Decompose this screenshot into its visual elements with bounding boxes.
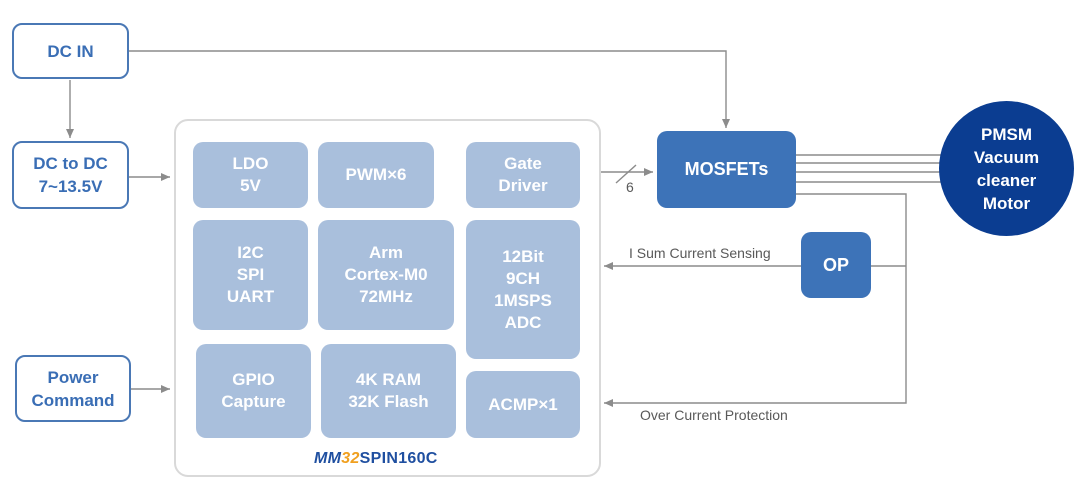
memory-block: 4K RAM 32K Flash <box>321 344 456 438</box>
sense-return-line <box>604 193 907 407</box>
comms-uart: UART <box>226 287 275 306</box>
ldo-voltage: 5V <box>240 176 261 195</box>
comms-i2c: I2C <box>237 243 264 262</box>
gate-driver-line1: Gate <box>504 154 542 173</box>
mosfets-block: MOSFETs <box>657 131 796 208</box>
gate-driver-line2: Driver <box>498 176 548 195</box>
motor-circle: PMSM Vacuum cleaner Motor <box>939 101 1074 236</box>
ldo-block: LDO 5V <box>193 142 308 208</box>
memory-ram: 4K RAM <box>355 370 422 389</box>
dcin-to-mosfets-line <box>128 50 730 128</box>
adc-block: 12Bit 9CH 1MSPS ADC <box>466 220 580 359</box>
dc-to-dc-label: DC to DC <box>33 154 108 173</box>
dc-to-dc-voltage: 7~13.5V <box>38 177 103 196</box>
memory-flash: 32K Flash <box>348 392 429 411</box>
motor-line3: cleaner <box>976 170 1037 190</box>
gpio-capture: Capture <box>221 392 286 411</box>
acmp-label: ACMP×1 <box>488 394 558 414</box>
comms-block: I2C SPI UART <box>193 220 308 330</box>
motor-line1: PMSM <box>981 124 1032 144</box>
brand-number: 32 <box>341 450 360 467</box>
adc-rate: 1MSPS <box>494 290 552 310</box>
pwm-label: PWM×6 <box>345 165 407 184</box>
brand-suffix: SPIN160C <box>359 450 438 467</box>
comms-spi: SPI <box>236 265 265 284</box>
motor-line2: Vacuum <box>973 147 1040 167</box>
power-command-box: Power Command <box>15 355 131 422</box>
ldo-label: LDO <box>232 154 269 173</box>
gate-driver-block: Gate Driver <box>466 142 580 208</box>
current-sensing-label: I Sum Current Sensing <box>629 245 771 261</box>
bus-slash <box>615 164 637 184</box>
bus-width-label: 6 <box>626 179 634 195</box>
adc-label: ADC <box>504 312 542 332</box>
op-label: OP <box>822 254 849 275</box>
motor-line4: Motor <box>982 193 1031 213</box>
core-frequency: 72MHz <box>359 287 413 306</box>
op-amp-block: OP <box>801 232 871 298</box>
core-block: Arm Cortex-M0 72MHz <box>318 220 454 330</box>
power-command-line2: Command <box>31 390 115 410</box>
dc-in-label: DC IN <box>47 41 94 61</box>
acmp-block: ACMP×1 <box>466 371 580 438</box>
adc-channels: 9CH <box>505 268 540 288</box>
over-current-label: Over Current Protection <box>640 407 788 423</box>
brand-prefix: MM <box>314 450 342 467</box>
gpio-label: GPIO <box>232 370 275 389</box>
gpio-block: GPIO Capture <box>196 344 311 438</box>
dc-to-dc-box: DC to DC 7~13.5V <box>12 141 129 209</box>
adc-resolution: 12Bit <box>502 246 544 266</box>
core-arm: Arm <box>368 243 403 262</box>
core-model: Cortex-M0 <box>344 265 428 284</box>
pwm-block: PWM×6 <box>318 142 434 208</box>
dc-in-box: DC IN <box>12 23 129 79</box>
mosfets-label: MOSFETs <box>684 159 769 179</box>
power-command-line1: Power <box>47 367 99 387</box>
chip-brand-logo: MM32SPIN160C <box>314 450 474 472</box>
